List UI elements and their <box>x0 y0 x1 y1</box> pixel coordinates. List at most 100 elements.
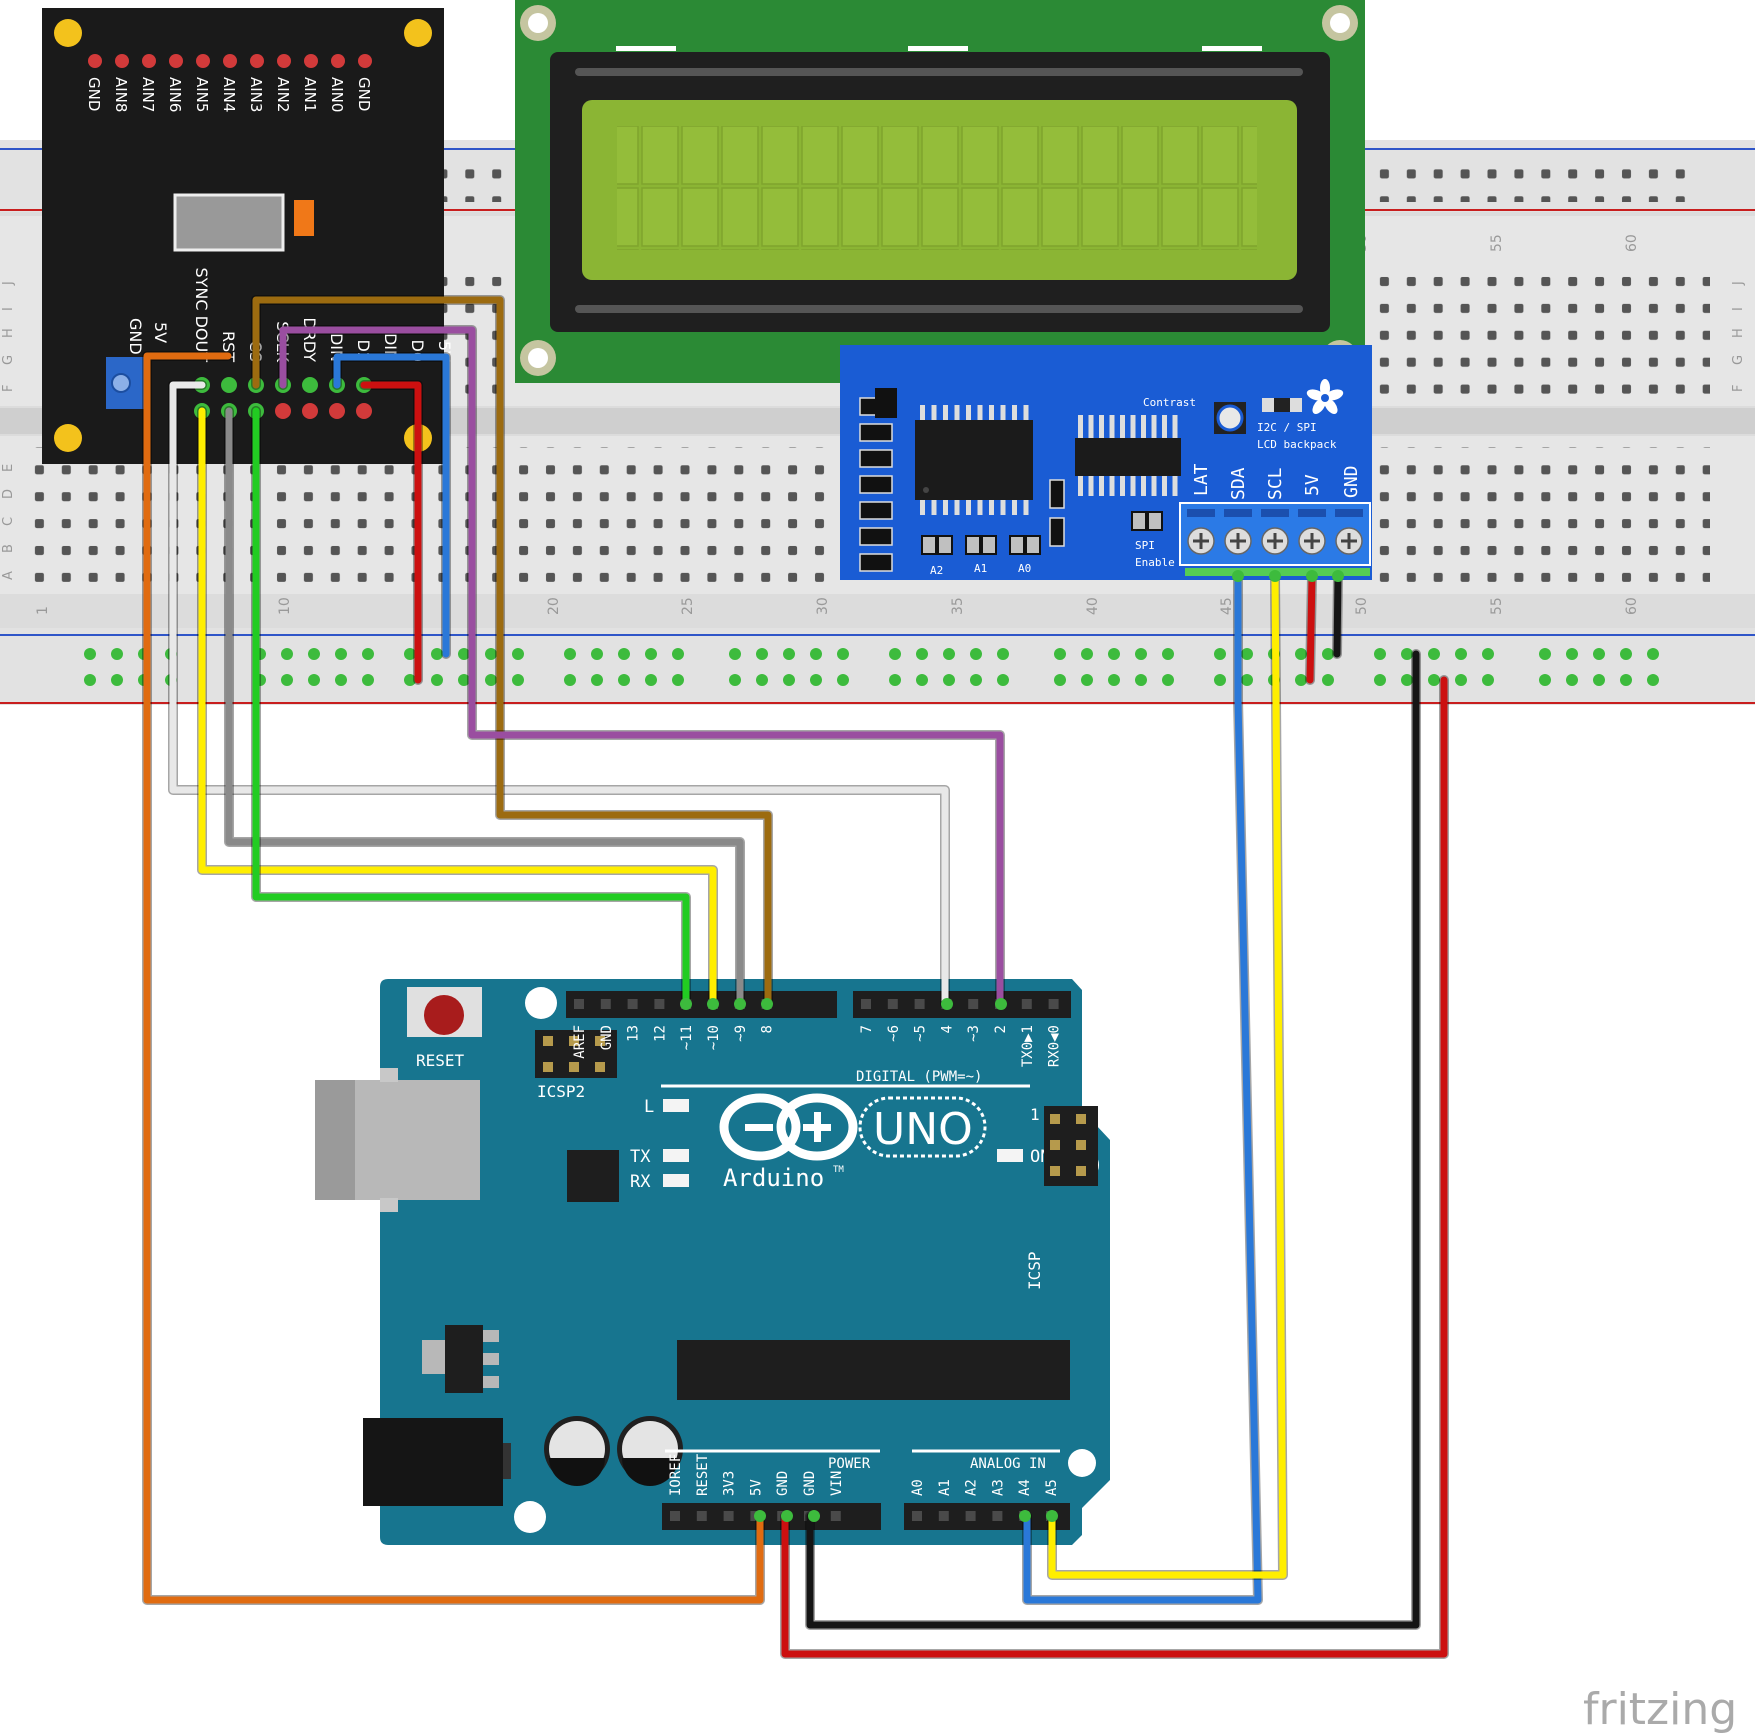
led-tx-label: TX <box>630 1147 651 1167</box>
col-num-30: 30 <box>815 597 831 615</box>
connected-pin <box>995 998 1007 1010</box>
digital-pin-label: ~10 <box>706 1025 722 1050</box>
row-letter-f-right: F <box>1731 385 1746 392</box>
rail-hole <box>1593 674 1605 686</box>
rail-hole <box>335 648 347 660</box>
purple-wire-d2 <box>279 326 1004 1008</box>
digital-pin-socket[interactable] <box>968 999 979 1009</box>
reset-button-cap[interactable] <box>424 995 464 1035</box>
rail-hole <box>1401 648 1413 660</box>
adc-top-pin-label: AIN6 <box>166 77 184 112</box>
blue-wire-sda <box>1023 572 1262 1604</box>
rail-hole <box>783 674 795 686</box>
row-letter-e: E <box>1 464 16 472</box>
rail-hole <box>458 674 470 686</box>
analog-pin-socket[interactable] <box>992 1511 1003 1521</box>
analog-pin-socket[interactable] <box>912 1511 922 1521</box>
digital-pin-socket[interactable] <box>600 999 611 1009</box>
digital-pin-socket[interactable] <box>654 999 665 1009</box>
rail-hole <box>837 648 849 660</box>
rail-hole <box>672 648 684 660</box>
adc-top-pin-label: GND <box>85 77 103 111</box>
adc-label-5v: 5V <box>151 322 170 343</box>
digital-pin-label: 12 <box>652 1025 668 1042</box>
rail-hole <box>916 674 928 686</box>
connected-pin <box>734 998 746 1010</box>
digital-pin-socket[interactable] <box>574 999 584 1009</box>
adc-header-pin <box>356 403 372 419</box>
connected-pin <box>808 1510 820 1522</box>
adc-bottom-pin-label: SYNC DOUT <box>192 267 211 362</box>
rail-hole <box>1214 674 1226 686</box>
rail-hole <box>756 674 768 686</box>
digital-pin-socket[interactable] <box>1021 999 1032 1009</box>
digital-pin-socket[interactable] <box>861 999 871 1009</box>
rail-hole <box>1054 648 1066 660</box>
row-letter-g: G <box>1 355 16 365</box>
adc-top-pin-label: AIN4 <box>220 77 238 112</box>
digital-pin-socket[interactable] <box>1048 999 1059 1009</box>
terminal-label-5v: 5V <box>1302 474 1323 496</box>
rail-hole <box>1241 648 1253 660</box>
row-letter-b: B <box>1 544 16 553</box>
terminal-label-lat: LAT <box>1191 463 1212 496</box>
rail-hole <box>362 648 374 660</box>
rail-hole <box>1647 674 1659 686</box>
rail-hole <box>84 674 96 686</box>
mounting-hole <box>404 19 432 47</box>
rail-hole <box>591 648 603 660</box>
led-tx <box>663 1149 689 1162</box>
contrast-label: Contrast <box>1143 396 1196 409</box>
digital-pin-label: 4 <box>939 1025 955 1033</box>
power-pin-label: VIN <box>829 1471 845 1496</box>
backpack-ic-2 <box>1075 438 1181 476</box>
col-num-60-top: 60 <box>1624 234 1640 252</box>
col-num-35: 35 <box>950 597 966 615</box>
power-pin-socket[interactable] <box>723 1511 734 1521</box>
lcd-backpack: A2 A1 A0 SPI Enable Contrast I2C / SPI L… <box>840 345 1372 580</box>
rail-hole <box>512 674 524 686</box>
power-pin-socket[interactable] <box>670 1511 680 1521</box>
rail-hole <box>1322 674 1334 686</box>
rail-hole <box>1482 648 1494 660</box>
col-num-60: 60 <box>1624 597 1640 615</box>
adc-top-pin <box>277 54 291 68</box>
rail-hole <box>1108 648 1120 660</box>
analog-pin-socket[interactable] <box>965 1511 976 1521</box>
trademark: TM <box>833 1165 844 1175</box>
adc-chip <box>173 193 285 252</box>
row-letter-i-right: I <box>1731 307 1746 311</box>
terminal-label-scl: SCL <box>1265 467 1286 500</box>
digital-pin-socket[interactable] <box>914 999 925 1009</box>
digital-pin-socket[interactable] <box>887 999 898 1009</box>
digital-pin-socket[interactable] <box>627 999 638 1009</box>
digital-pin-label: 13 <box>626 1025 642 1042</box>
col-num-55-top: 55 <box>1489 234 1505 252</box>
digital-header-label: DIGITAL (PWM=~) <box>856 1069 982 1085</box>
rail-hole <box>1566 648 1578 660</box>
adc-top-pin <box>331 54 345 68</box>
power-pin-socket[interactable] <box>830 1511 841 1521</box>
adc-header-pin <box>275 403 291 419</box>
adc-top-pin-label: AIN0 <box>328 77 346 112</box>
rail-hole <box>1455 674 1467 686</box>
rail-hole <box>1593 648 1605 660</box>
connected-pin <box>1019 1510 1031 1522</box>
connected-pin <box>781 1510 793 1522</box>
addr-label-a0: A0 <box>1018 562 1031 575</box>
col-num-55: 55 <box>1489 597 1505 615</box>
rail-hole <box>1647 648 1659 660</box>
digital-header-left <box>566 991 837 1018</box>
row-letter-d: D <box>1 489 16 499</box>
connected-pin <box>680 998 692 1010</box>
analog-pin-socket[interactable] <box>938 1511 949 1521</box>
rail-hole <box>308 648 320 660</box>
rail-hole <box>1135 648 1147 660</box>
power-pin-socket[interactable] <box>696 1511 707 1521</box>
col-num-10: 10 <box>277 597 293 615</box>
digital-pin-label: 2 <box>993 1025 1009 1033</box>
connected-terminal <box>1269 570 1281 582</box>
led-l <box>663 1099 689 1112</box>
adc-top-pin <box>358 54 372 68</box>
